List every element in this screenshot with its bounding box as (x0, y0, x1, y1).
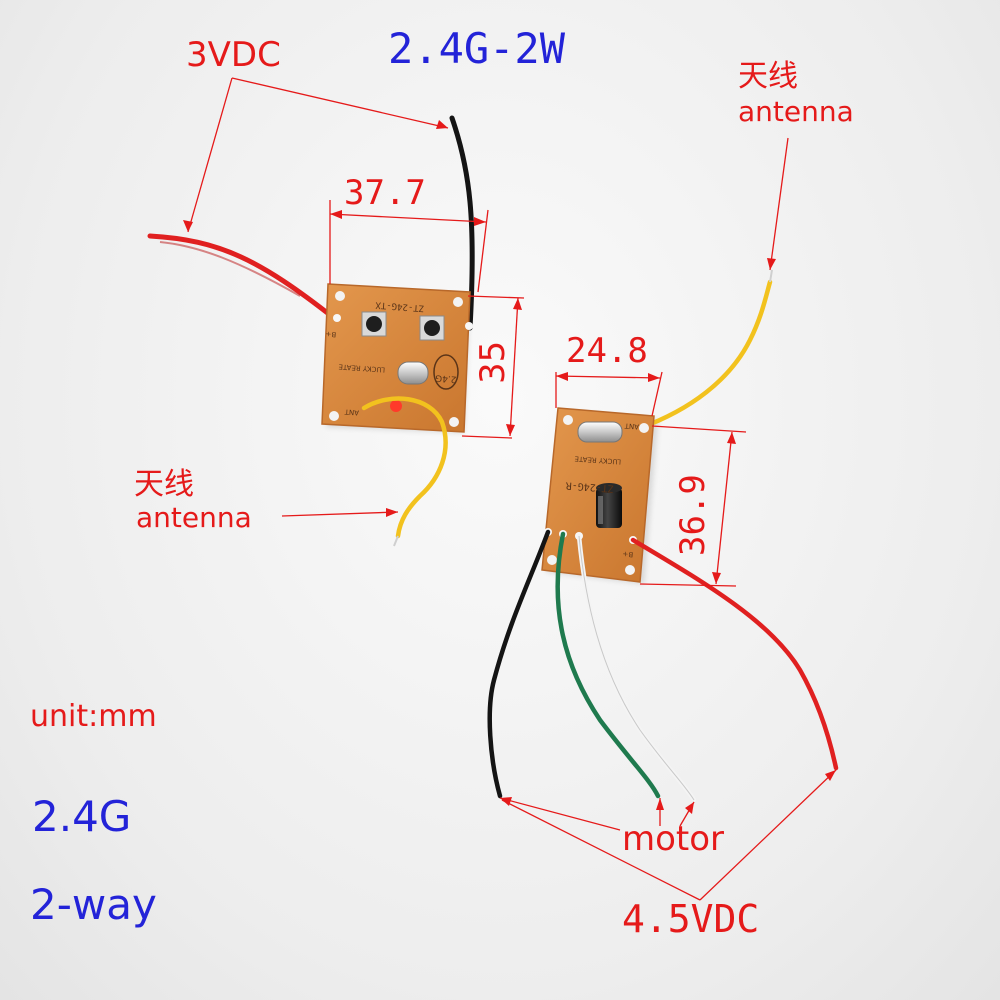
arrowhead (500, 797, 512, 806)
leader-rx-antenna (769, 137, 789, 271)
tx-freq-oval (433, 354, 459, 390)
dim-35-ext-bottom (461, 435, 513, 439)
rx-pcb-bplus: B+ (622, 550, 633, 559)
annotation-arrowheads (183, 120, 836, 814)
arrowhead (727, 432, 736, 444)
arrowhead (825, 770, 836, 781)
tx-width-label: 37.7 (344, 173, 426, 213)
arrowhead (712, 572, 721, 584)
annotation-lines (187, 77, 837, 901)
tx-pcb-text: ZT-24G-TX (375, 299, 425, 312)
product-title: 2.4G-2W (388, 24, 566, 73)
rx-pcb-ant: ANT (624, 421, 640, 430)
dim-24-8-ext-right (651, 371, 663, 417)
leader-3vdc-black (231, 77, 449, 129)
arrowhead (386, 508, 398, 517)
tx-antenna-en-label: antenna (136, 501, 252, 534)
arrowhead (474, 217, 486, 226)
rx-pcb-brand: LUCKY REATE (574, 454, 621, 465)
arrowhead (556, 372, 568, 381)
tx-power-label: 3VDC (186, 35, 281, 75)
arrowhead (767, 258, 776, 270)
rx-pcb-text: ZT-24G-R (564, 479, 614, 493)
tx-pcb-bplus: B+ (325, 330, 336, 339)
receiver-module: ZT-24G-R LUCKY REATE ANT B+ (487, 269, 839, 803)
dim-24-8-line (555, 375, 661, 379)
arrowhead (656, 798, 664, 810)
arrowhead (648, 373, 660, 382)
rx-black-wire (487, 529, 551, 799)
leader-tx-antenna (281, 511, 399, 517)
rx-antenna-en-label: antenna (738, 95, 854, 128)
tx-hole (453, 297, 463, 307)
arrowhead (183, 220, 193, 232)
tx-antenna-tip (393, 535, 399, 547)
arrowhead (436, 120, 448, 129)
tx-solder-pad (333, 314, 341, 322)
transmitter-module: ZT-24G-TX 2.4G LUCKY REATE ANT B+ (147, 115, 475, 547)
rx-green-wire (555, 531, 661, 799)
dim-37-7-line (329, 213, 487, 223)
rx-red-wire (630, 537, 839, 771)
channels-label: 2-way (30, 880, 157, 929)
tx-hole (329, 411, 339, 421)
rx-antenna-wire (637, 279, 773, 431)
tx-pcb-freq: 2.4G (435, 372, 457, 383)
motor-label: motor (622, 819, 725, 859)
dim-36-9-ext-top (651, 425, 747, 433)
leader-4-5vdc-red (699, 769, 837, 901)
rx-hole (625, 565, 635, 575)
tx-solder-pad (465, 322, 473, 330)
unit-label: unit:mm (30, 699, 157, 734)
tx-height-label: 35 (473, 340, 513, 384)
dim-36-9-line (715, 431, 733, 585)
rx-power-label: 4.5VDC (622, 897, 760, 941)
tx-button-right (419, 315, 445, 341)
dim-36-9-ext-bottom (639, 583, 737, 587)
rx-antenna-cn-label: 天线 (738, 59, 798, 94)
rx-hole (563, 415, 573, 425)
tx-antenna-wire (361, 396, 448, 539)
tx-hole (449, 417, 459, 427)
arrowhead (330, 210, 342, 219)
dim-35-line (509, 297, 519, 437)
rx-hole (547, 555, 557, 565)
tx-antenna-cn-label: 天线 (134, 467, 194, 502)
tx-red-wire-shade (159, 241, 301, 297)
leader-3vdc-red (187, 77, 233, 233)
tx-led (390, 400, 402, 412)
tx-crystal (397, 361, 429, 385)
tx-red-wire (147, 233, 337, 321)
rx-white-wire-edge (578, 535, 695, 801)
rx-antenna-tip (769, 269, 773, 283)
arrowhead (513, 298, 522, 310)
leader-4-5vdc-black (501, 799, 701, 901)
rx-hole (639, 423, 649, 433)
arrowhead (685, 802, 694, 814)
frequency-label: 2.4G (32, 792, 132, 841)
rx-crystal (577, 421, 623, 443)
arrowhead (506, 424, 515, 436)
rx-capacitor (596, 483, 622, 528)
tx-button-left (361, 311, 387, 337)
tx-hole (335, 291, 345, 301)
tx-pcb-ant: ANT (344, 407, 360, 416)
tx-black-wire (449, 115, 475, 331)
tx-pcb-brand: LUCKY REATE (338, 362, 385, 373)
rx-width-label: 24.8 (566, 331, 648, 371)
dim-35-ext-top (467, 295, 525, 299)
leader-motor-black (499, 797, 621, 831)
dim-37-7-ext-right (477, 209, 489, 293)
rx-height-label: 36.9 (673, 474, 713, 556)
